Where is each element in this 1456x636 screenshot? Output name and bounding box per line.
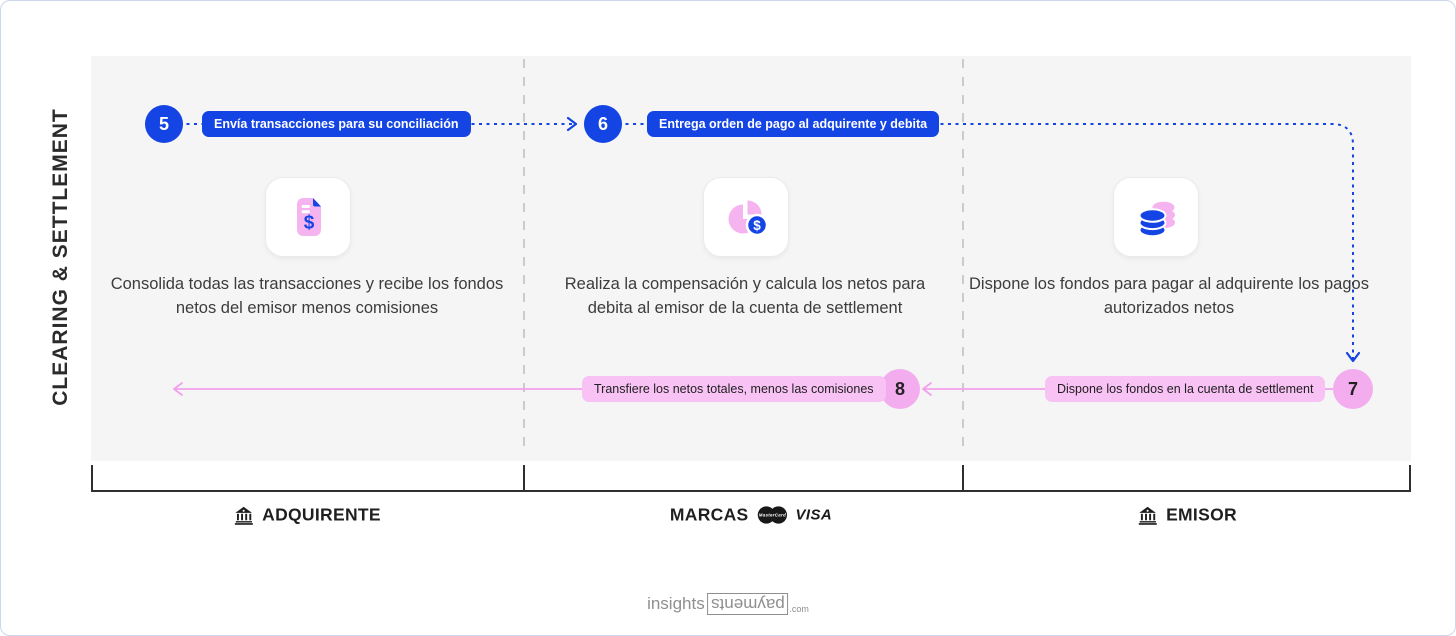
coin-stack-icon: [1138, 201, 1175, 238]
axis-bracket: [91, 465, 1411, 492]
acquirer-description: Consolida todas las transacciones y reci…: [110, 275, 504, 317]
axis-label-adquirente: ADQUIRENTE: [233, 505, 381, 526]
bank-icon: [234, 506, 253, 525]
visa-logo-text: VISA: [795, 506, 833, 524]
bank-icon: [1138, 506, 1157, 525]
step-5-label-pill: Envía transacciones para su conciliación: [202, 111, 471, 137]
axis-label-text: MARCAS: [669, 504, 749, 525]
step-8-label-pill: Transfiere los netos totales, menos las …: [582, 376, 886, 402]
axis-label-text: ADQUIRENTE: [262, 504, 381, 525]
step-6-label-pill: Entrega orden de pago al adquirente y de…: [647, 111, 940, 137]
mastercard-logo-icon: MasterCard: [757, 506, 787, 524]
issuer-icon-card: [1113, 177, 1199, 257]
svg-text:$: $: [753, 218, 761, 233]
logo-box-payments: payments: [706, 593, 789, 615]
step-8-badge: 8: [880, 369, 920, 409]
insights-payments-logo: insights payments .com: [647, 593, 809, 615]
svg-text:MasterCard: MasterCard: [758, 513, 785, 518]
step-7-label-pill: Dispone los fondos en la cuenta de settl…: [1045, 376, 1326, 402]
axis-label-marcas: MARCAS MasterCard VISA: [670, 505, 832, 526]
axis-label-emisor: EMISOR: [1137, 505, 1237, 526]
step-6-badge: 6: [584, 105, 622, 143]
brands-description: Realiza la compensación y calcula los ne…: [564, 275, 926, 317]
logo-text-insights: insights: [647, 594, 705, 613]
step-7-badge: 7: [1333, 369, 1373, 409]
dollar-document-icon: $: [297, 198, 321, 236]
brands-icon-card: $: [703, 177, 789, 257]
svg-text:$: $: [304, 213, 315, 234]
pie-chart-dollar-icon: $: [728, 200, 769, 237]
logo-text-com: .com: [789, 604, 809, 614]
section-title-vertical: CLEARING & SETTLEMENT: [49, 108, 72, 406]
axis-label-text: EMISOR: [1166, 504, 1237, 525]
step-5-badge: 5: [145, 105, 183, 143]
logo-text-payments-flipped: payments: [710, 595, 785, 614]
acquirer-icon-card: $: [265, 177, 351, 257]
issuer-description: Dispone los fondos para pagar al adquire…: [969, 275, 1369, 317]
